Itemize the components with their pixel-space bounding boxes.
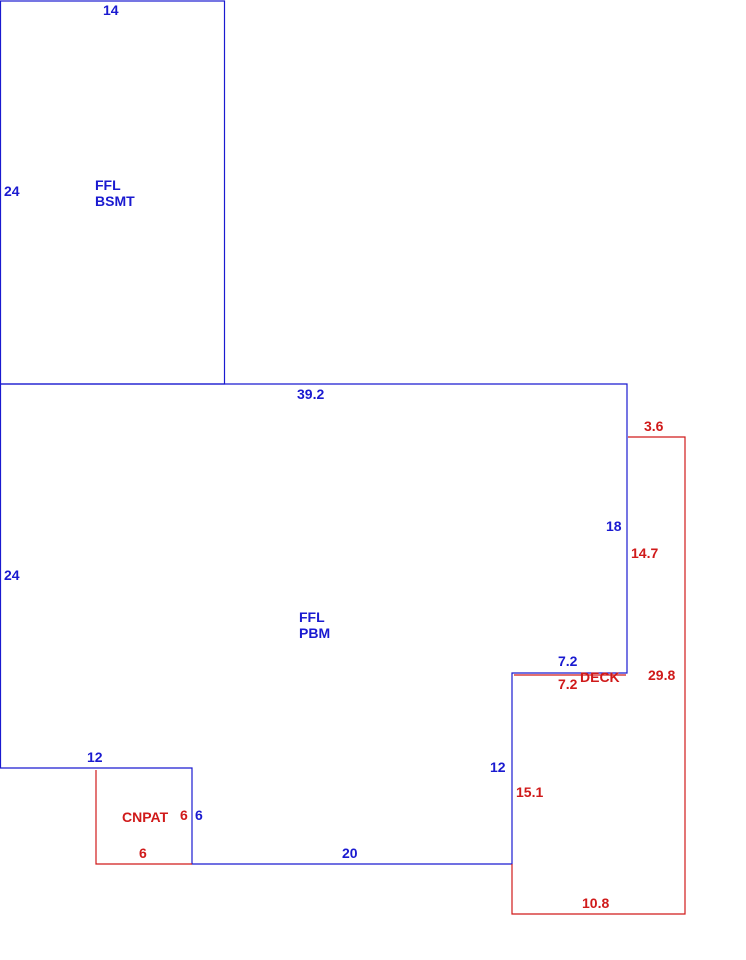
deck-outline <box>511 436 686 915</box>
basement-area-label-2: BSMT <box>95 193 135 209</box>
main-dim-notch-left: 12 <box>490 759 506 775</box>
deck-area-label: DECK <box>580 669 620 685</box>
main-dim-step-right: 6 <box>195 807 203 823</box>
canopy-patio-outline <box>95 770 192 865</box>
canopy-patio-dim-right: 6 <box>180 807 188 823</box>
main-dim-left: 24 <box>4 567 20 583</box>
deck-dim-left: 14.7 <box>631 545 658 561</box>
deck-dim-lower-left: 15.1 <box>516 784 543 800</box>
basement-area-label-1: FFL <box>95 177 121 193</box>
main-area-label-1: FFL <box>299 609 325 625</box>
main-dim-right: 18 <box>606 518 622 534</box>
main-dim-bottom: 20 <box>342 845 358 861</box>
main-dim-step-top: 12 <box>87 749 103 765</box>
deck-dim-top: 3.6 <box>644 418 664 434</box>
deck-dim-bottom: 10.8 <box>582 895 609 911</box>
main-area-label-2: PBM <box>299 625 330 641</box>
main-dim-notch-top: 7.2 <box>558 653 578 669</box>
main-dim-top: 39.2 <box>297 386 324 402</box>
canopy-patio-dim-bottom: 6 <box>139 845 147 861</box>
basement-dim-left: 24 <box>4 183 20 199</box>
deck-dim-right: 29.8 <box>648 667 675 683</box>
basement-dim-top: 14 <box>103 2 119 18</box>
deck-dim-notch: 7.2 <box>558 676 578 692</box>
canopy-patio-area-label: CNPAT <box>122 809 169 825</box>
